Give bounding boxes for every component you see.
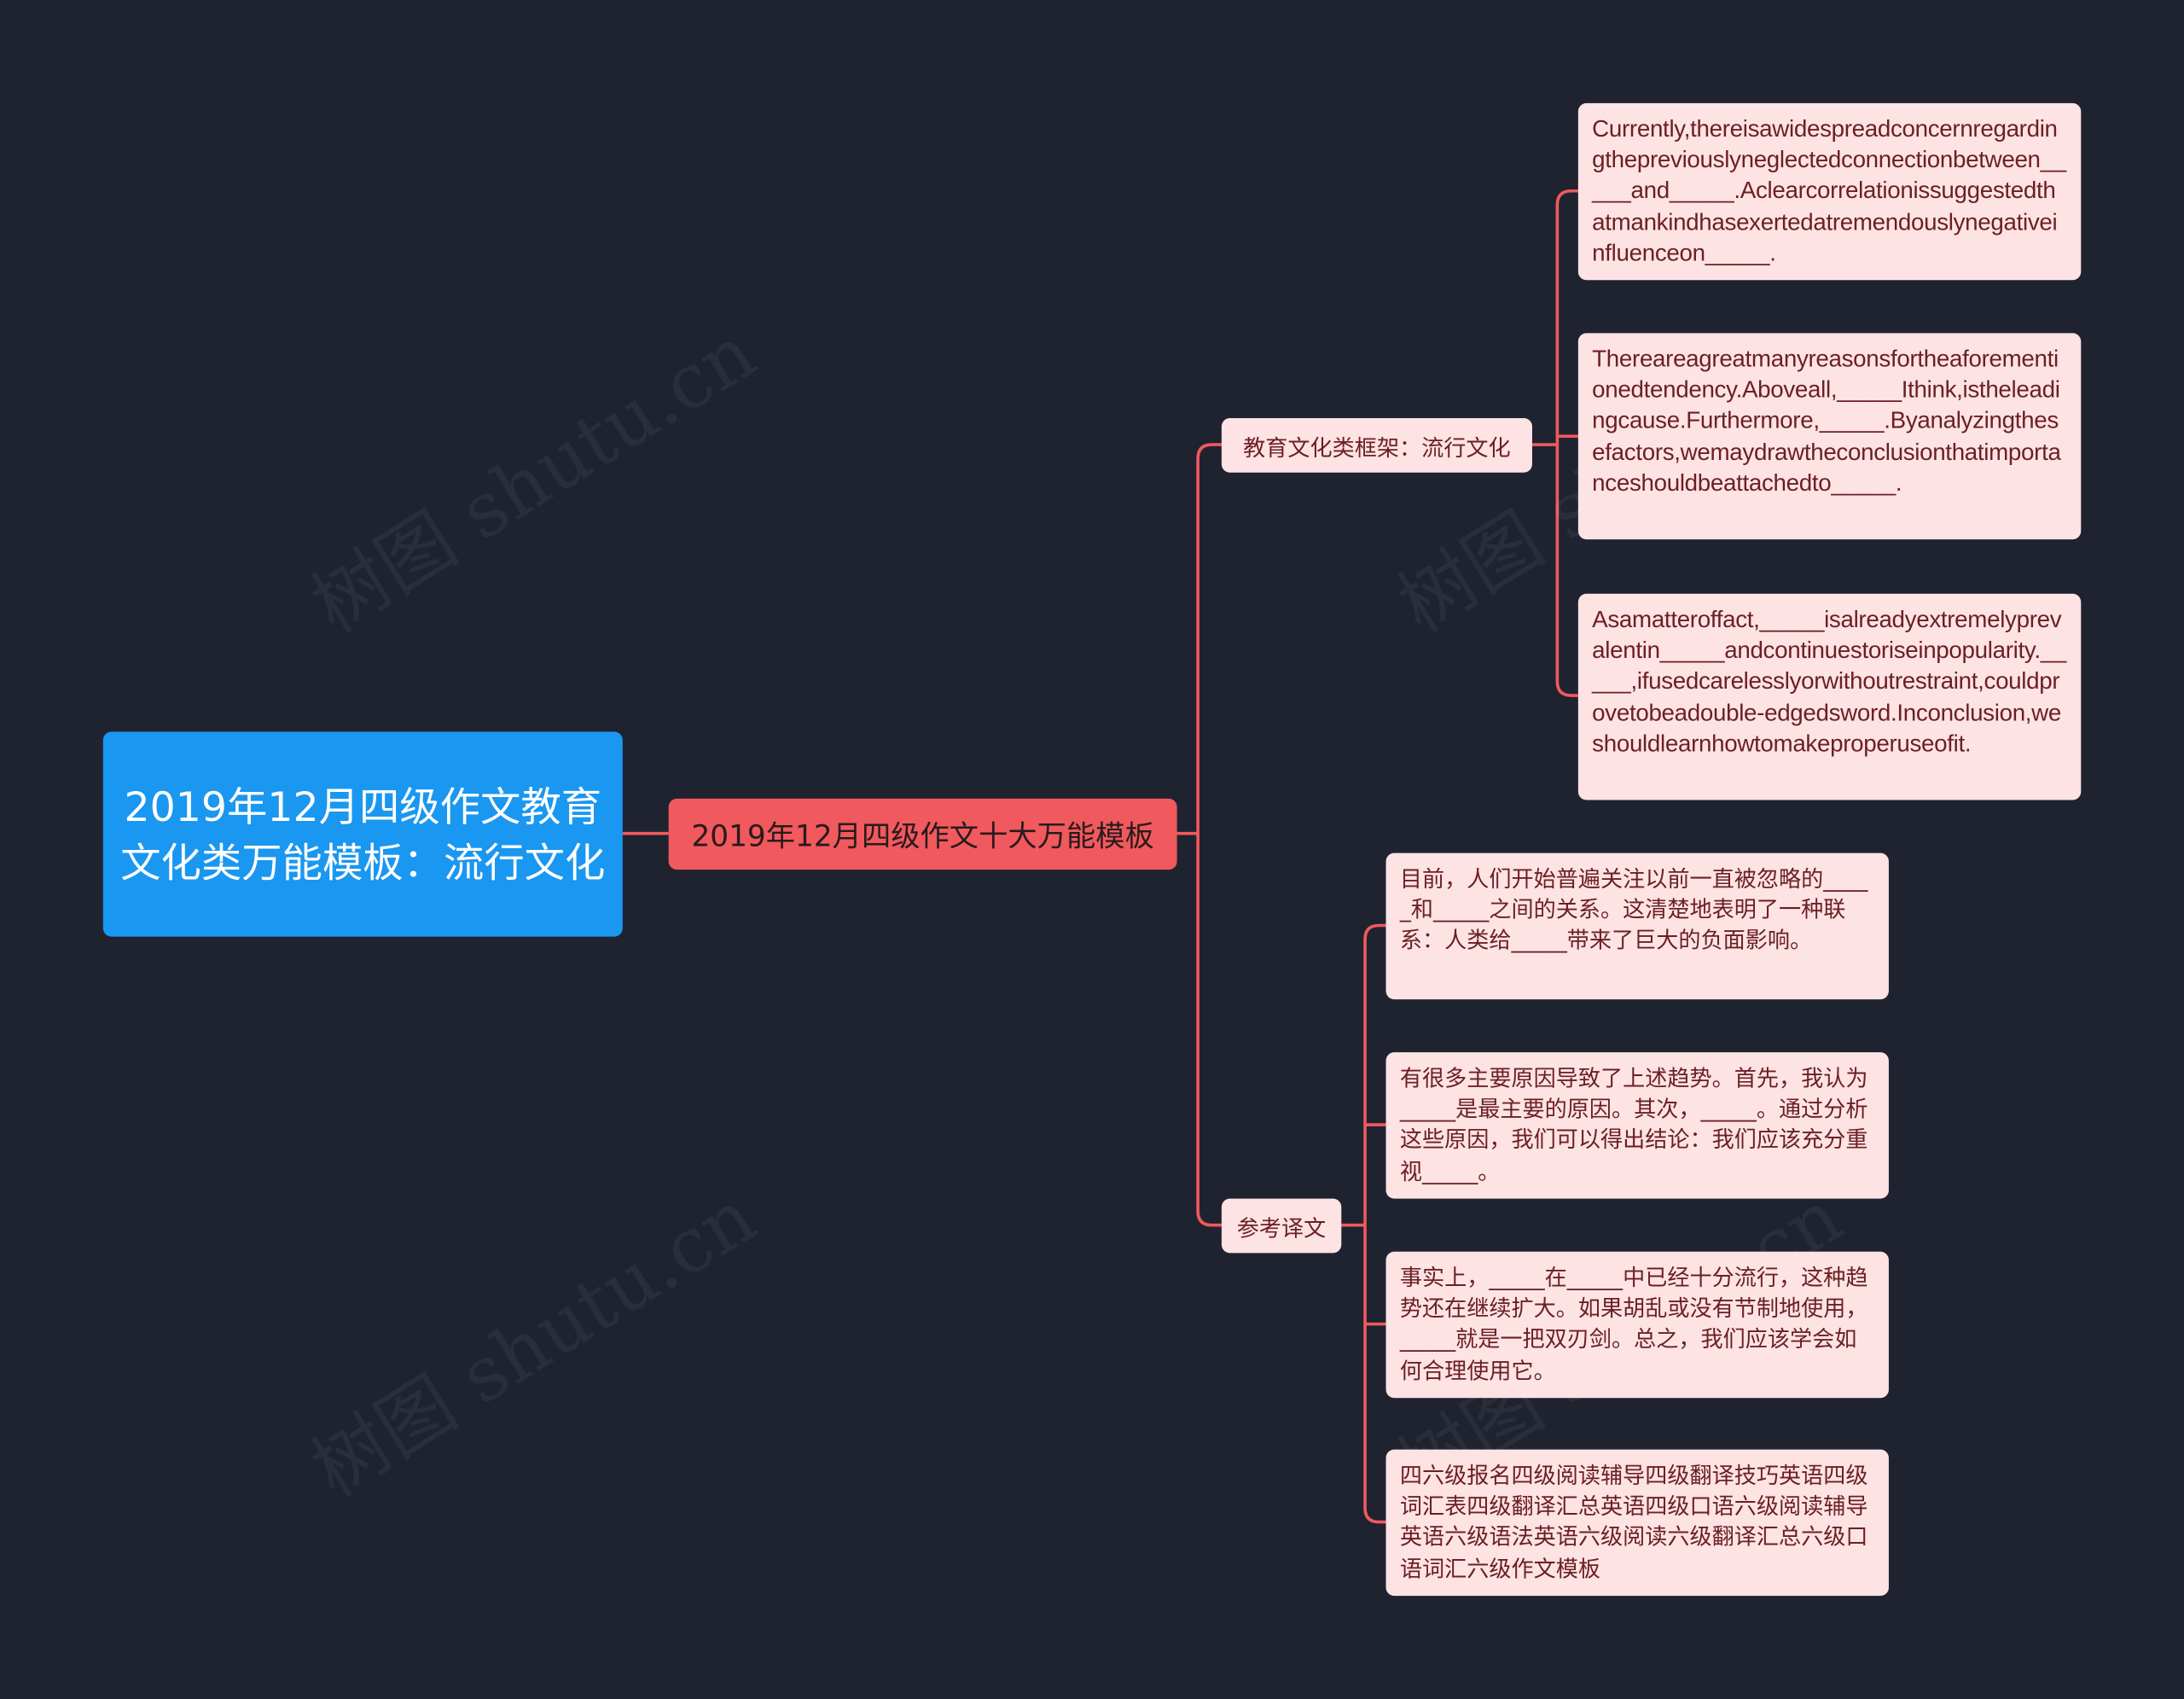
branch-label: 教育文化类框架：流行文化 — [1243, 433, 1511, 461]
connector-branch1-children — [1531, 189, 1578, 697]
root-topic[interactable]: 2019年12月四级作文教育文化类万能模板：流行文化 — [102, 731, 623, 937]
branch-framework[interactable]: 教育文化类框架：流行文化 — [1221, 417, 1532, 473]
branch-translation[interactable]: 参考译文 — [1221, 1198, 1342, 1254]
leaf-translation-paragraph-3[interactable]: 事实上，_____在_____中已经十分流行，这种趋势还在继续扩大。如果胡乱或没… — [1385, 1251, 1889, 1399]
connector-branch2-children — [1341, 923, 1386, 1524]
branch-label: 参考译文 — [1236, 1214, 1327, 1242]
main-topic-label: 2019年12月四级作文十大万能模板 — [691, 818, 1154, 852]
leaf-translation-paragraph-2[interactable]: 有很多主要原因导致了上述趋势。首先，我认为_____是最主要的原因。其次，___… — [1385, 1052, 1889, 1199]
main-topic[interactable]: 2019年12月四级作文十大万能模板 — [668, 798, 1177, 870]
leaf-english-paragraph-2[interactable]: Thereareagreatmanyreasonsfortheaforement… — [1577, 333, 2082, 540]
connector-main-branches — [1176, 443, 1212, 1227]
leaf-english-paragraph-1[interactable]: Currently,thereisawidespreadconcernregar… — [1577, 102, 2082, 281]
leaf-related-links[interactable]: 四六级报名四级阅读辅导四级翻译技巧英语四级词汇表四级翻译汇总英语四级口语六级阅读… — [1385, 1449, 1889, 1597]
root-topic-label: 2019年12月四级作文教育文化类万能模板：流行文化 — [120, 783, 606, 886]
leaf-translation-paragraph-1[interactable]: 目前，人们开始普遍关注以前一直被忽略的_____和_____之间的关系。这清楚地… — [1385, 852, 1889, 1000]
leaf-english-paragraph-3[interactable]: Asamatteroffact,_____isalreadyextremelyp… — [1577, 593, 2082, 800]
